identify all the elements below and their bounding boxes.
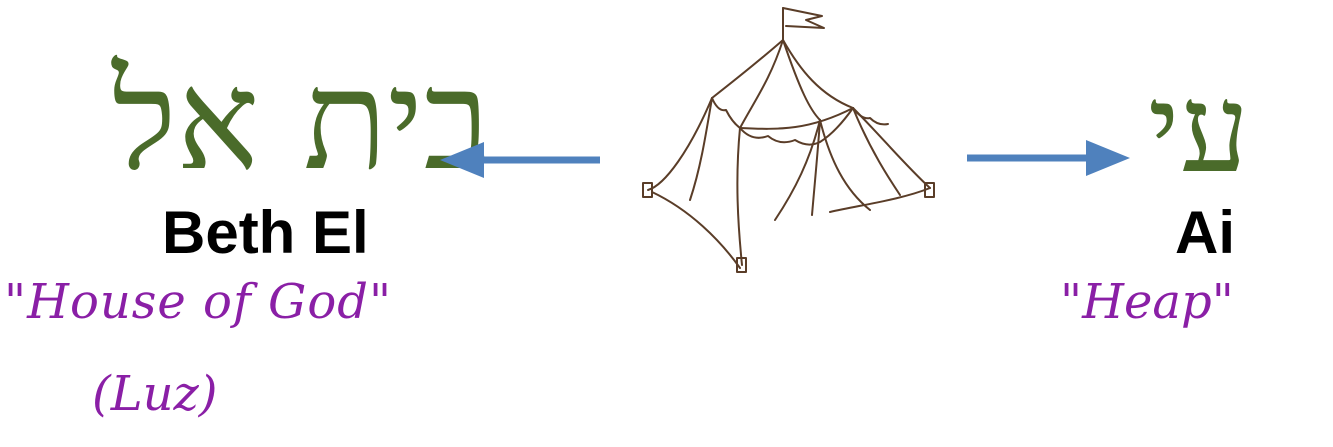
tent-icon [0,0,1333,447]
